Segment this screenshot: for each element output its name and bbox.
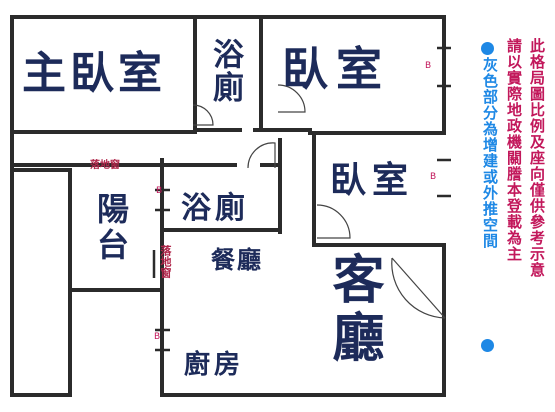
outer-wall	[10, 15, 446, 397]
b-marker: B	[156, 186, 163, 196]
french-window-label-vertical: 落地窗	[159, 245, 172, 278]
extension-note: 灰色部分為增建或外推空間	[481, 57, 499, 249]
window-mark	[155, 328, 170, 352]
window-mark	[155, 188, 170, 212]
room-kitchen: 廚房	[184, 350, 245, 380]
door-arc	[391, 257, 446, 319]
room-balcony: 陽台	[92, 192, 130, 264]
disclaimer-col2: 請以實際地政機關謄本登載為主	[505, 38, 523, 262]
disclaimer-col1: 此格局圖比例及座向僅供參考示意	[528, 38, 546, 278]
door-arc	[277, 84, 306, 113]
b-marker: B	[425, 61, 432, 71]
french-window-label: 落地窗	[90, 160, 120, 171]
b-marker: B	[430, 172, 437, 182]
room-living: 客廳	[323, 252, 384, 368]
door-arc	[247, 142, 276, 169]
room-bath-top: 浴廁	[207, 38, 243, 104]
b-marker: B	[154, 332, 161, 342]
window-mark	[437, 46, 451, 88]
room-master-bedroom: 主臥室	[22, 48, 166, 99]
door-arc	[192, 104, 214, 126]
note-dot-top	[481, 40, 494, 59]
door-arc	[316, 204, 351, 239]
door-arc	[391, 257, 446, 319]
room-bedroom-large: 臥室	[282, 42, 390, 96]
room-bath-mid: 浴廁	[181, 191, 249, 226]
note-dot-bottom	[481, 337, 494, 356]
window-mark	[437, 158, 451, 198]
room-bedroom-small: 臥室	[330, 159, 415, 201]
room-dining: 餐廳	[211, 245, 263, 274]
interior-wall	[312, 208, 446, 247]
